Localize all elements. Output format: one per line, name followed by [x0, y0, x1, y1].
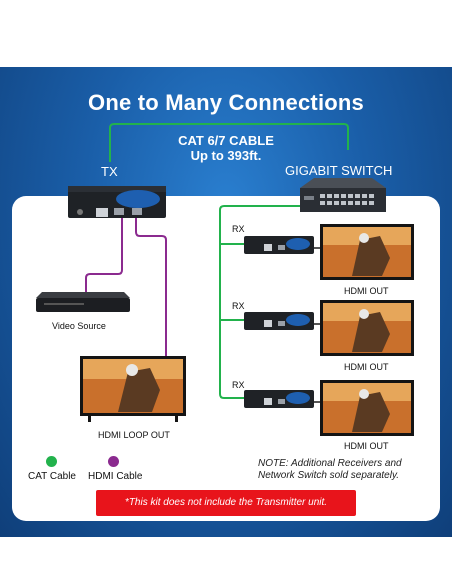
hdmi-out-label-2: HDMI OUT: [344, 362, 389, 372]
rx-label-2: RX: [232, 301, 245, 311]
rx-device-3: [244, 390, 314, 408]
hdmi-loop-label: HDMI LOOP OUT: [98, 430, 170, 440]
hdmi-out-label-1: HDMI OUT: [344, 286, 389, 296]
tx-device: [68, 186, 166, 218]
tx-label: TX: [101, 164, 118, 179]
cable-spec-line1: CAT 6/7 CABLE: [178, 133, 274, 148]
gigabit-switch: [300, 178, 386, 212]
cat-cable-rx: [219, 205, 300, 399]
cable-spec-line2: Up to 393ft.: [190, 148, 262, 163]
hdmi-loop-tv: [80, 356, 186, 422]
note-text: NOTE: Additional Receivers and Network S…: [258, 458, 428, 482]
hdmi-cable-loop: [135, 218, 167, 356]
hdmi-cable-legend-label: HDMI Cable: [88, 471, 143, 482]
switch-label: GIGABIT SWITCH: [285, 163, 393, 178]
cat-cable-legend-dot: [46, 456, 57, 467]
cable-spec: CAT 6/7 CABLE Up to 393ft.: [0, 133, 452, 163]
cat-cable-main: [109, 123, 349, 162]
hdmi-cable-legend-dot: [108, 456, 119, 467]
rx-device-2: [244, 312, 314, 330]
hdmi-out-tv-3: [320, 380, 414, 436]
footer-disclaimer: *This kit does not include the Transmitt…: [96, 490, 356, 516]
hdmi-out-tv-1: [320, 224, 414, 280]
video-source-device: [36, 292, 130, 312]
video-source-label: Video Source: [52, 321, 106, 331]
cat-cable-legend-label: CAT Cable: [28, 471, 76, 482]
rx-label-1: RX: [232, 224, 245, 234]
note-line1: NOTE: Additional Receivers and: [258, 458, 402, 469]
hdmi-out-tv-2: [320, 300, 414, 356]
hdmi-out-label-3: HDMI OUT: [344, 441, 389, 451]
note-line2: Network Switch sold separately.: [258, 470, 399, 481]
rx-label-3: RX: [232, 380, 245, 390]
rx-device-1: [244, 236, 314, 254]
hdmi-cable-source: [85, 218, 123, 292]
page-title: One to Many Connections: [88, 90, 364, 115]
